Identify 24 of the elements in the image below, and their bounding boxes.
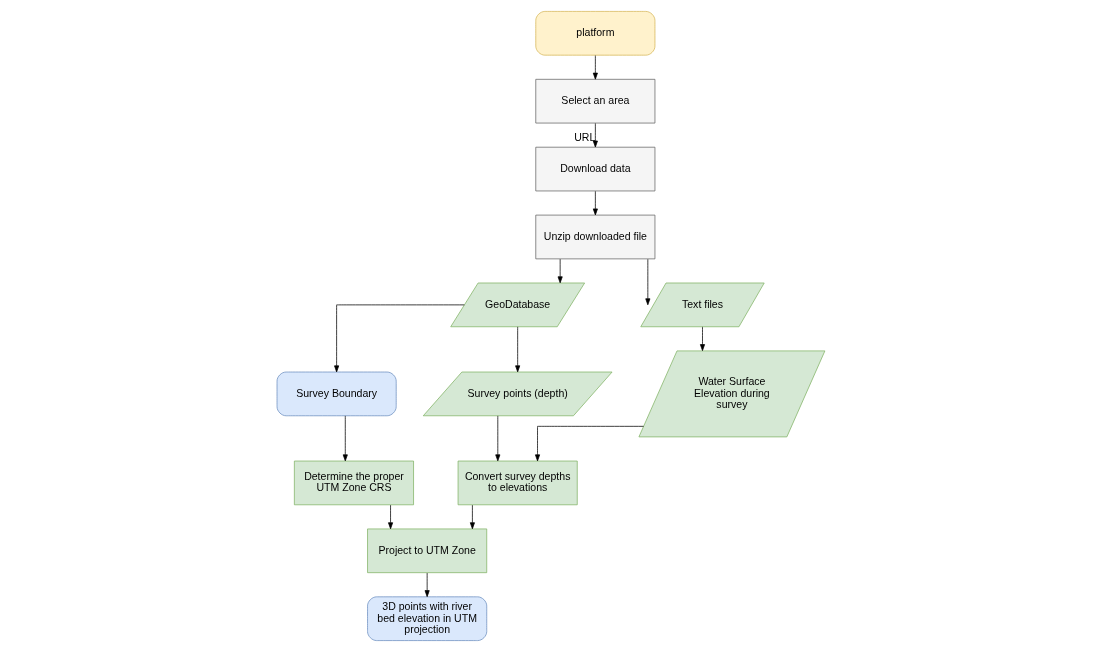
- arrow: [592, 55, 598, 80]
- arrow: [494, 415, 500, 462]
- arrow: [424, 572, 430, 598]
- node-box: Unzip downloaded file: [534, 214, 655, 260]
- node-box: Convert survey depths to elevations: [457, 460, 578, 506]
- arrow: [644, 258, 650, 306]
- arrow: [469, 504, 475, 530]
- arrow: [514, 326, 520, 373]
- arrow: [387, 504, 393, 530]
- arrow: [592, 123, 598, 148]
- arrow: [592, 190, 598, 216]
- edge-label: URL: [573, 130, 595, 143]
- arrow: [699, 326, 705, 351]
- node-box: platform: [534, 11, 655, 56]
- node-box: 3D points with river bed elevation in UTM projection: [366, 596, 487, 641]
- arrow: [534, 425, 644, 462]
- node-box: Download data: [534, 146, 655, 192]
- node-box: Project to UTM Zone: [366, 528, 487, 574]
- node-box: Survey Boundary: [276, 371, 397, 417]
- arrow: [557, 258, 563, 284]
- node-box: Determine the proper UTM Zone CRS: [293, 460, 414, 506]
- node-box: Select an area: [534, 78, 655, 124]
- arrow: [333, 304, 465, 373]
- arrow: [342, 415, 348, 462]
